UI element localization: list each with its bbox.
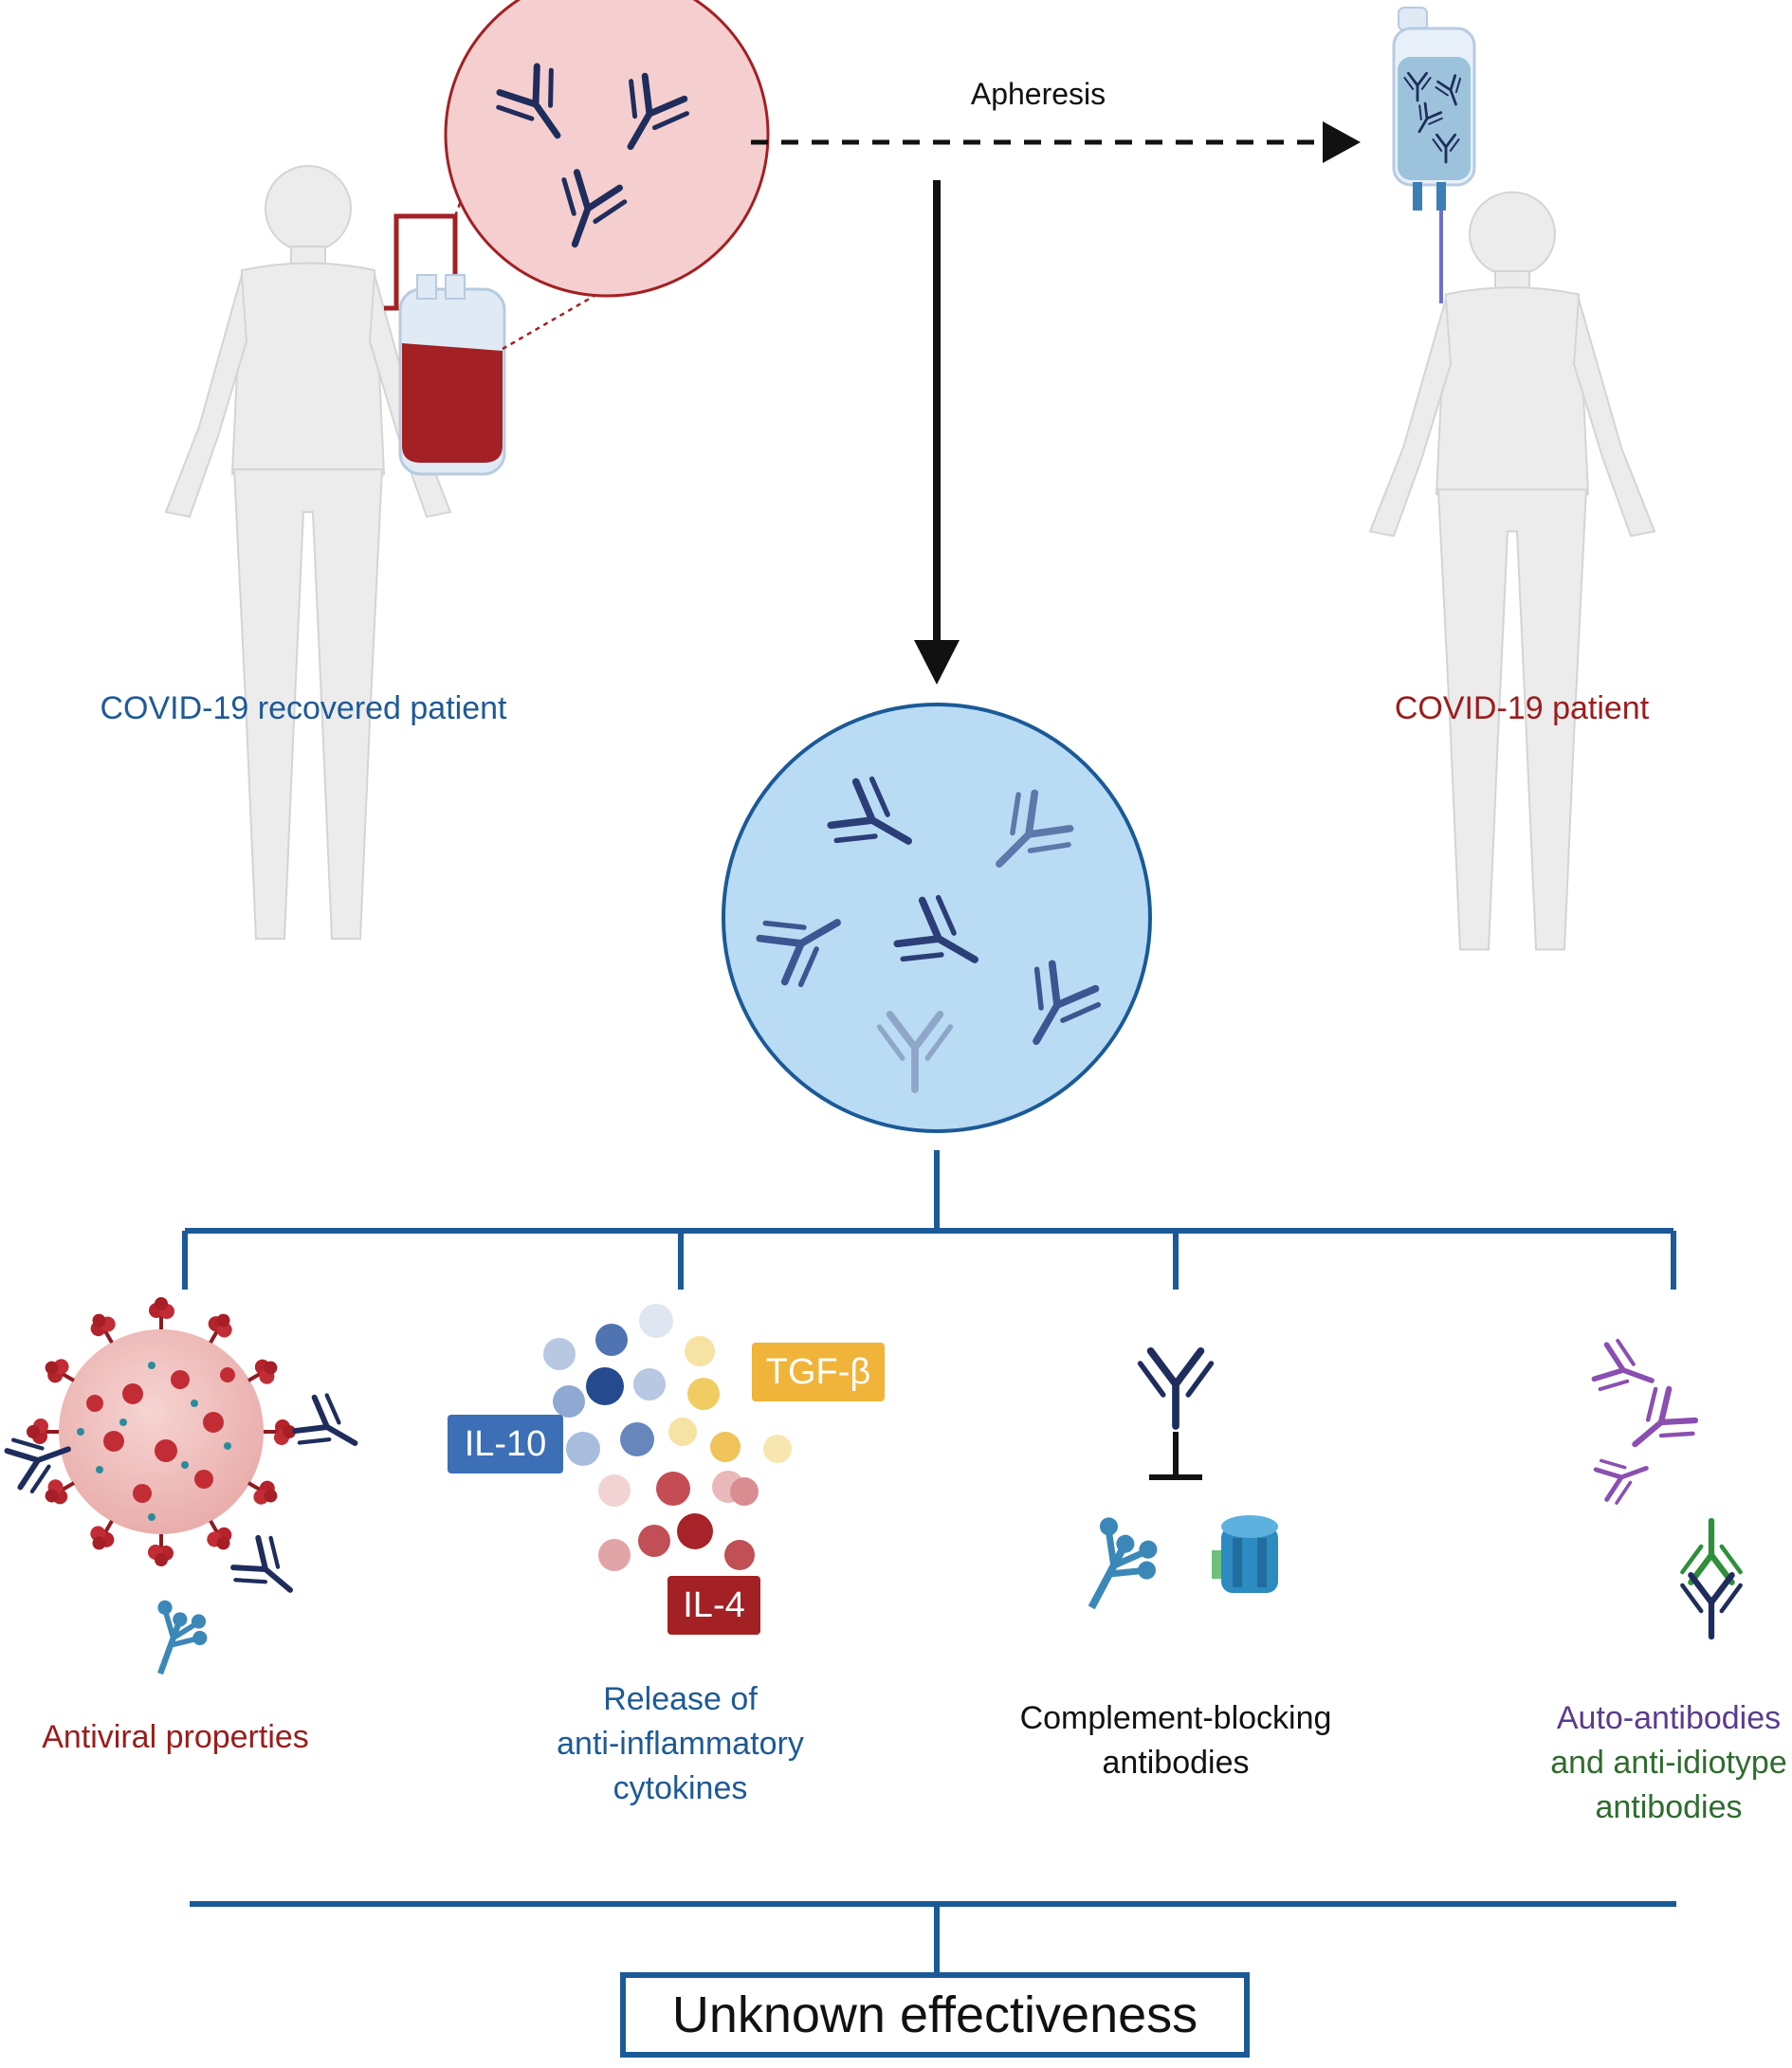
blood-bottle: [398, 274, 506, 476]
iv-bag: [1392, 7, 1476, 303]
apheresis-arrowhead: [1323, 121, 1361, 163]
il4-tag: IL-4: [667, 1576, 760, 1635]
recipient-label: COVID-19 patient: [1394, 690, 1650, 726]
main-arrowhead: [914, 640, 960, 685]
plasma-zoom-circle: [444, 0, 770, 298]
antibody-pool-circle: [722, 703, 1152, 1133]
blocking-antibody: [1141, 1351, 1212, 1426]
release-label-line3: cytokines: [613, 1770, 748, 1806]
antiviral-label: Antiviral properties: [42, 1719, 309, 1755]
auto-label-line2: and anti-idiotype: [1550, 1745, 1787, 1781]
auto-label-line3: antibodies: [1595, 1789, 1743, 1825]
virus-illustration: [25, 1295, 298, 1568]
footer-label: Unknown effectiveness: [671, 1986, 1198, 2043]
tgfb-tag: TGF-β: [752, 1343, 885, 1401]
donor-label: COVID-19 recovered patient: [100, 690, 507, 726]
complement-receptor: [1064, 1515, 1168, 1626]
tree-connectors: [182, 1150, 1676, 1972]
cytokine-spheres: [543, 1304, 792, 1571]
donor-figure: [165, 165, 451, 940]
footer-box: Unknown effectiveness: [620, 1972, 1250, 2058]
auto-antibodies: [1592, 1338, 1701, 1506]
virus-receptor: [137, 1599, 214, 1684]
complement-pore: [1212, 1515, 1278, 1593]
recipient-figure: [1369, 191, 1655, 951]
release-label-line2: anti-inflammatory: [557, 1726, 804, 1762]
inhibition-bar: [1149, 1432, 1202, 1480]
collection-tube: [384, 213, 458, 351]
release-label-line1: Release of: [603, 1681, 758, 1717]
complement-label-line1: Complement-blocking: [1019, 1700, 1332, 1736]
auto-label-line1: Auto-antibodies: [1556, 1700, 1782, 1736]
anti-idiotype-pair: [1682, 1521, 1740, 1637]
complement-label-line2: antibodies: [1102, 1745, 1250, 1781]
apheresis-label: Apheresis: [970, 77, 1106, 111]
il10-tag: IL-10: [448, 1415, 563, 1473]
